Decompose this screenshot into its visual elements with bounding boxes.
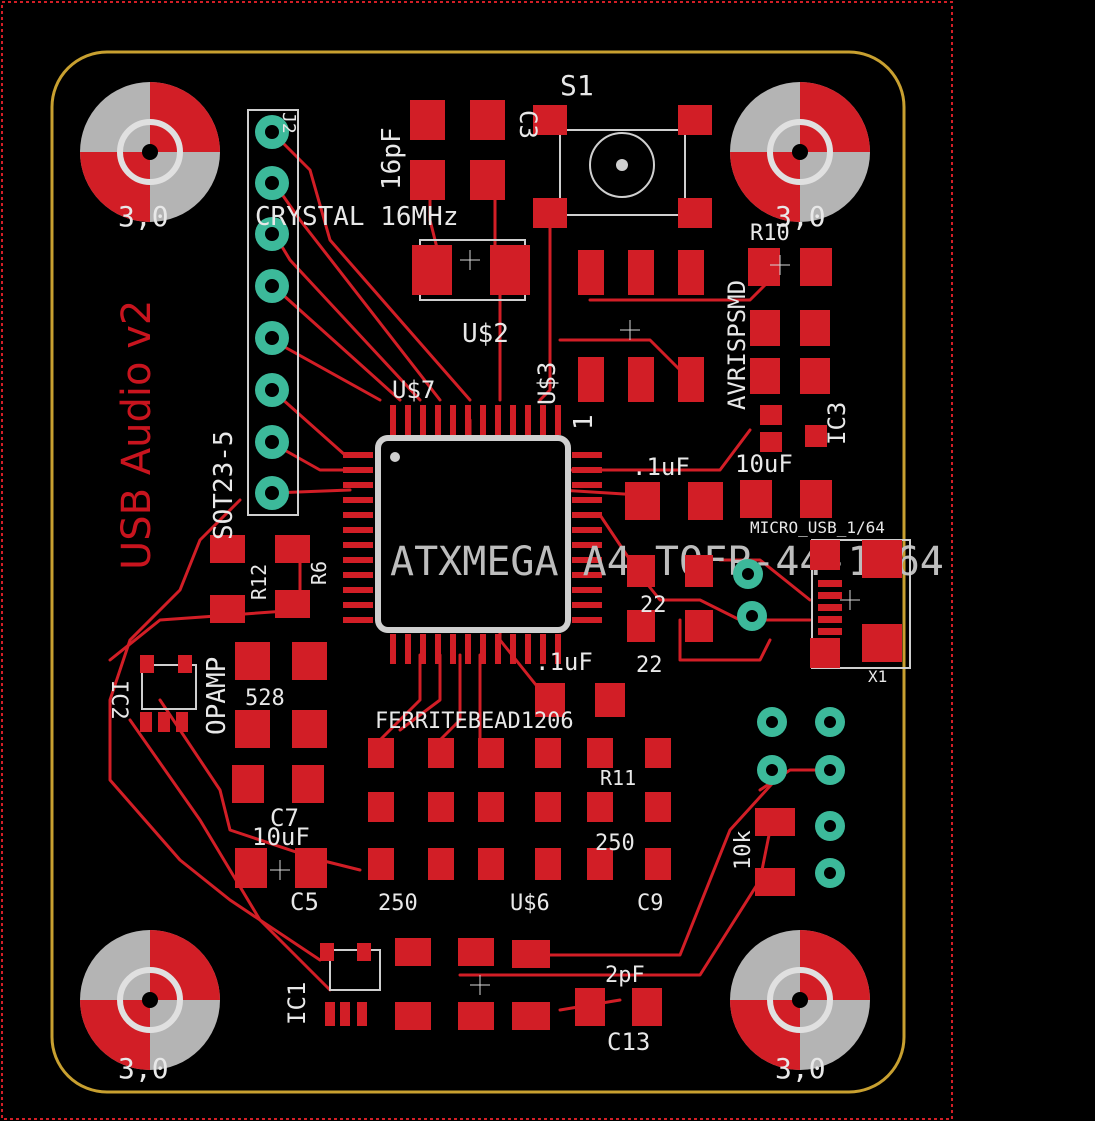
crystal-u2 bbox=[412, 239, 530, 301]
part-origins bbox=[270, 250, 860, 995]
resistor-10k bbox=[755, 808, 795, 896]
label-us7: U$7 bbox=[392, 376, 435, 404]
board-title: USB Audio v2 bbox=[114, 300, 160, 570]
label-r12: R12 bbox=[247, 564, 271, 600]
mcu-atxmega bbox=[343, 405, 602, 664]
label-uf1: .1uF bbox=[632, 453, 690, 481]
board-outline bbox=[50, 50, 906, 1094]
mount-hole-bottom-right bbox=[730, 930, 870, 1070]
header-right-vias bbox=[757, 707, 845, 888]
passives-right-mid bbox=[625, 480, 832, 520]
label-avrisp: AVRISPSMD bbox=[723, 280, 751, 410]
label-ferrite: FERRITEBEAD1206 bbox=[375, 709, 574, 734]
label-sot23: SOT23-5 bbox=[209, 430, 239, 540]
regulator-sot23 bbox=[210, 535, 310, 623]
label-250a: 250 bbox=[378, 891, 418, 916]
label-2pf: 2pF bbox=[605, 963, 645, 988]
label-250b: 250 bbox=[595, 831, 635, 856]
label-ic3: IC3 bbox=[823, 402, 851, 445]
avrisp-header bbox=[578, 250, 704, 402]
label-528: 528 bbox=[245, 686, 285, 711]
label-uf10a: 10uF bbox=[735, 450, 793, 478]
resistors-22 bbox=[627, 555, 767, 642]
board-frame bbox=[1, 1, 953, 1120]
label-ic1: IC1 bbox=[283, 982, 311, 1025]
header-j2 bbox=[247, 109, 299, 516]
label-pin1: 1 bbox=[569, 414, 599, 430]
switch-s1 bbox=[533, 105, 712, 228]
mount-label-bl: 3,0 bbox=[118, 1052, 169, 1085]
label-10k: 10k bbox=[731, 830, 756, 870]
label-us6: U$6 bbox=[510, 891, 550, 916]
label-c13: C13 bbox=[607, 1028, 650, 1056]
label-r11: R11 bbox=[600, 766, 636, 790]
label-us2: U$2 bbox=[462, 319, 509, 349]
capacitors-16pf bbox=[410, 100, 505, 200]
mount-hole-bottom-left bbox=[80, 930, 220, 1070]
mount-label-tl: 3,0 bbox=[118, 200, 169, 233]
label-opamp: OPAMP bbox=[202, 657, 232, 735]
ic1-area bbox=[320, 938, 662, 1030]
mount-label-tr: 3,0 bbox=[775, 200, 826, 233]
cap-below-mcu bbox=[535, 683, 625, 717]
label-r6: R6 bbox=[307, 561, 331, 585]
label-ic2: IC2 bbox=[106, 680, 131, 720]
label-22a: 22 bbox=[640, 593, 667, 618]
label-x1: X1 bbox=[868, 667, 887, 686]
label-s1: S1 bbox=[560, 69, 594, 102]
label-c7: C7 bbox=[270, 804, 299, 832]
mount-label-br: 3,0 bbox=[775, 1052, 826, 1085]
label-uf1b: .1uF bbox=[535, 648, 593, 676]
opamp-ic2 bbox=[140, 655, 197, 732]
label-22b: 22 bbox=[636, 653, 663, 678]
label-micro-usb: MICRO_USB_1/64 bbox=[750, 518, 885, 537]
passives-left-mid bbox=[232, 642, 327, 888]
label-atxmega: ATXMEGA A4-TQFP-44-1-64 bbox=[390, 539, 944, 585]
label-j2: J2 bbox=[278, 112, 299, 134]
label-crystal: CRYSTAL 16MHz bbox=[255, 202, 459, 232]
label-c9: C9 bbox=[637, 891, 664, 916]
label-r10: R10 bbox=[750, 221, 790, 246]
label-c5: C5 bbox=[290, 888, 319, 916]
mount-hole-top-left bbox=[80, 82, 220, 222]
micro-usb-x1 bbox=[810, 539, 911, 669]
label-us3: U$3 bbox=[533, 362, 561, 405]
label-uf10b: 10uF bbox=[252, 823, 310, 851]
ferrite-grid bbox=[368, 738, 671, 880]
label-16pf: 16pF bbox=[377, 127, 407, 190]
passives-right-top bbox=[748, 248, 832, 452]
label-c3: C3 bbox=[514, 110, 542, 139]
mount-hole-top-right bbox=[730, 82, 870, 222]
